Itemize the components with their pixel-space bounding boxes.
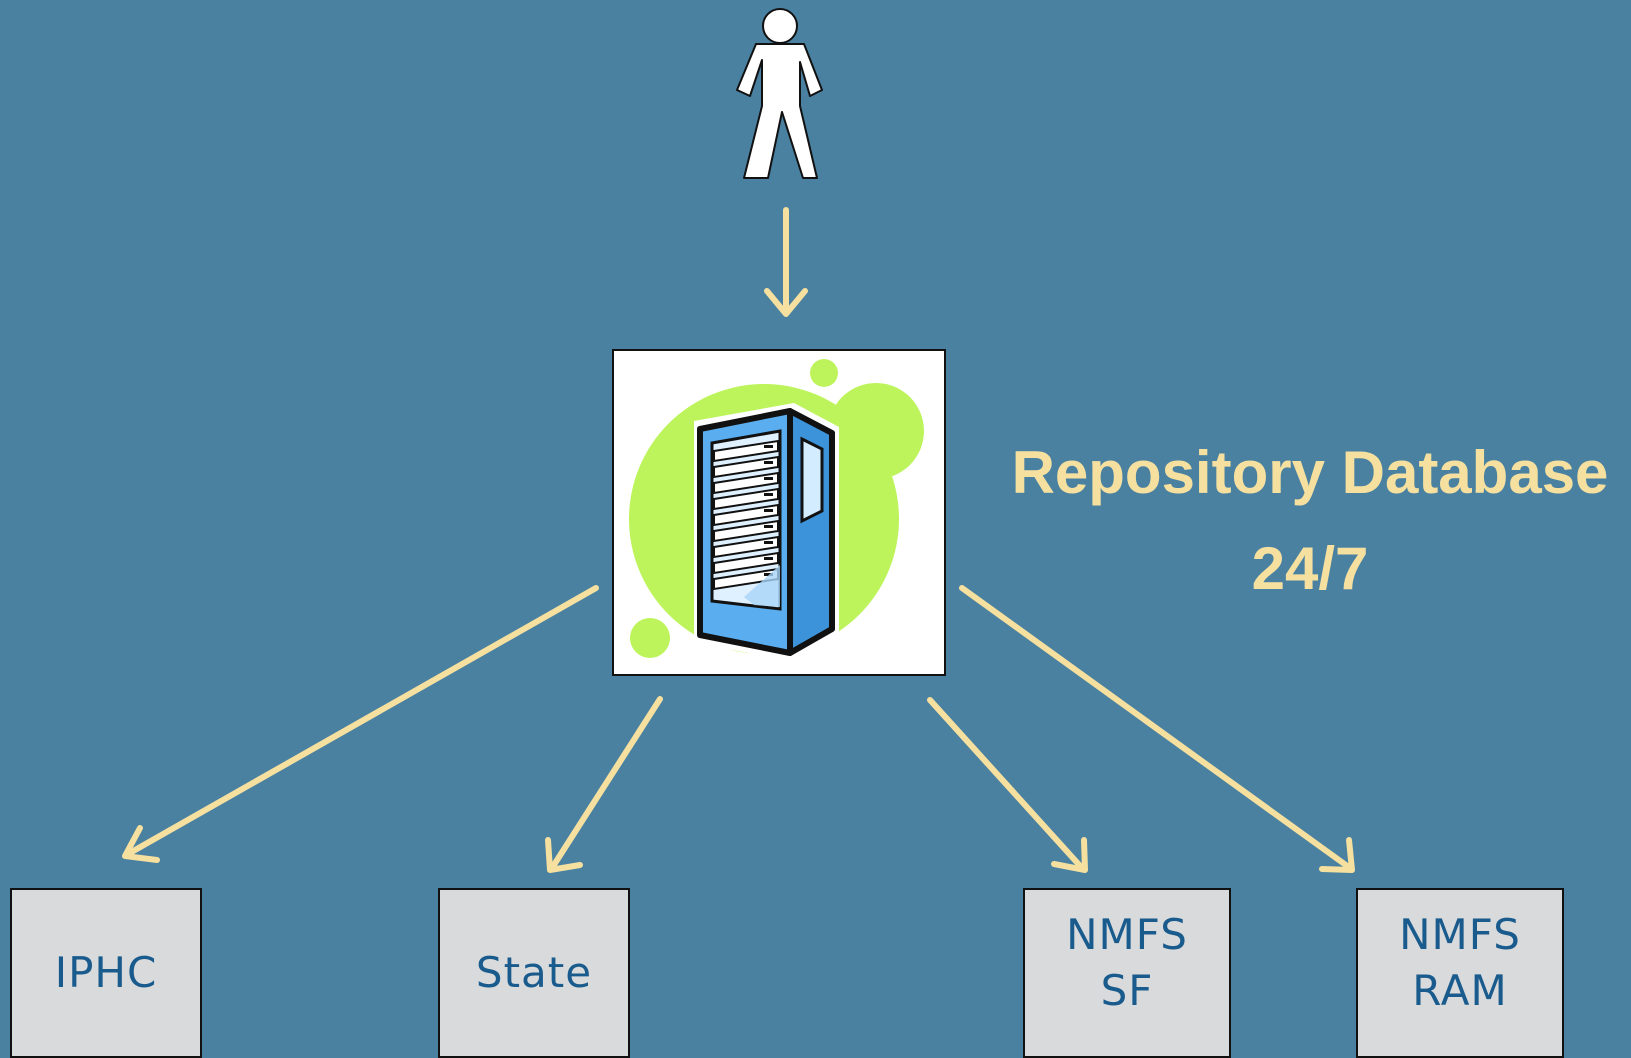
repository-database-label: Repository Database 24/7	[990, 425, 1630, 617]
server-rack-icon	[629, 359, 924, 661]
arrow-database-to-nmfs-sf	[927, 697, 1088, 873]
destination-label: State	[475, 948, 593, 997]
destination-label: IPHC	[54, 948, 158, 997]
destination-box-nmfs-sf: NMFS SF	[1023, 888, 1231, 1058]
arrow-database-to-iphc	[122, 585, 599, 863]
repository-label-line1: Repository Database	[1011, 439, 1609, 506]
destination-label-line1: NMFS	[1399, 910, 1521, 959]
repository-label-line2: 24/7	[1251, 535, 1369, 602]
destination-box-nmfs-ram: NMFS RAM	[1356, 888, 1564, 1058]
destination-label-line2: SF	[1100, 966, 1154, 1015]
destination-box-state: State	[438, 888, 630, 1058]
arrow-database-to-nmfs-ram	[959, 585, 1355, 873]
destination-box-iphc: IPHC	[10, 888, 202, 1058]
person-icon	[736, 8, 823, 179]
repository-database-box	[612, 349, 946, 676]
arrow-user-to-database	[764, 207, 808, 317]
destination-label-line1: NMFS	[1066, 910, 1188, 959]
arrow-database-to-state	[545, 696, 663, 873]
destination-label-line2: RAM	[1412, 966, 1508, 1015]
